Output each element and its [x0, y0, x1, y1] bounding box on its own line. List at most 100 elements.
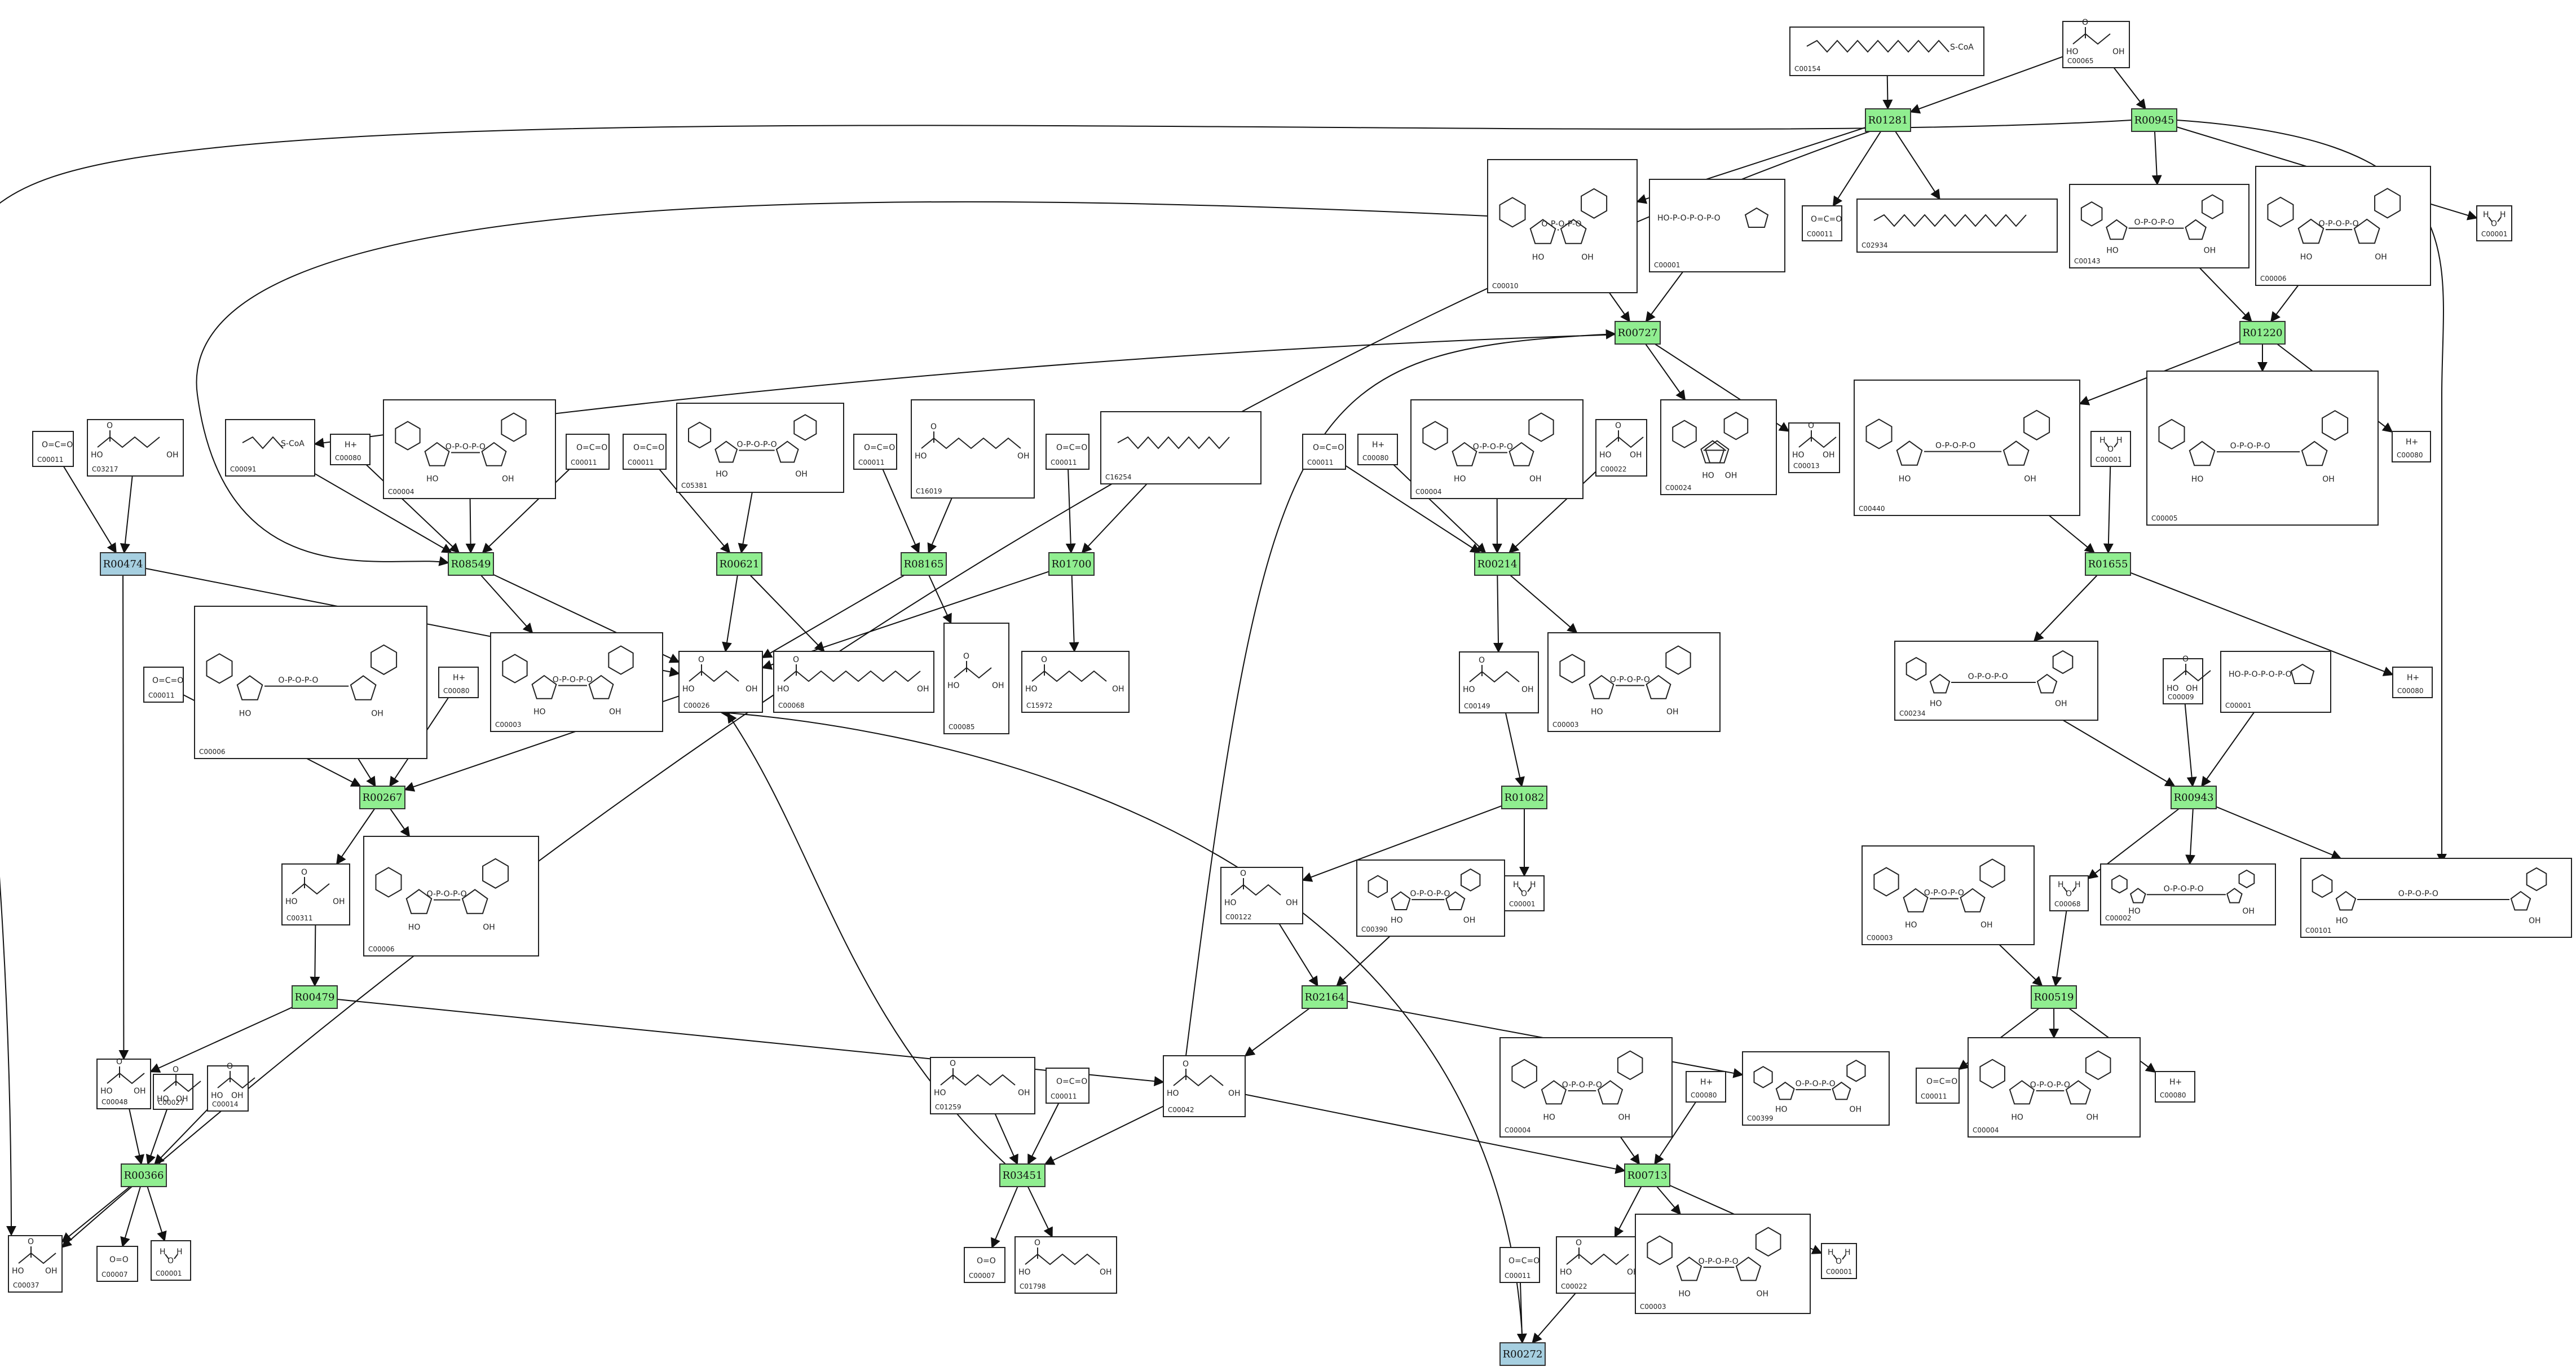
- compound-c02934[interactable]: C02934: [1856, 199, 2058, 253]
- reaction-r01700[interactable]: R01700: [1048, 552, 1095, 576]
- reaction-r00267[interactable]: R00267: [359, 786, 405, 809]
- reaction-r00366[interactable]: R00366: [121, 1163, 167, 1187]
- svg-text:HO: HO: [1792, 451, 1805, 460]
- reaction-r01655[interactable]: R01655: [2085, 552, 2131, 576]
- compound-c00080[interactable]: H+C00080: [1686, 1071, 1726, 1103]
- reaction-r00519[interactable]: R00519: [2031, 985, 2077, 1009]
- svg-text:O: O: [107, 421, 113, 430]
- reaction-r02164[interactable]: R02164: [1302, 985, 1348, 1009]
- reaction-r00713[interactable]: R00713: [1624, 1163, 1670, 1187]
- compound-c00080[interactable]: H+C00080: [2155, 1071, 2195, 1103]
- reaction-r00727[interactable]: R00727: [1615, 321, 1661, 345]
- edge: [928, 575, 952, 624]
- compound-c00080[interactable]: H+C00080: [438, 667, 479, 698]
- reaction-r01220[interactable]: R01220: [2239, 321, 2286, 345]
- reaction-r08165[interactable]: R08165: [901, 552, 947, 576]
- reaction-r00272[interactable]: R00272: [1499, 1342, 1546, 1366]
- reaction-r00479[interactable]: R00479: [292, 985, 338, 1009]
- reaction-r01082[interactable]: R01082: [1501, 786, 1547, 809]
- reaction-r01281[interactable]: R01281: [1865, 108, 1911, 132]
- reaction-r00943[interactable]: R00943: [2171, 786, 2217, 809]
- reaction-r00945[interactable]: R00945: [2131, 108, 2177, 132]
- svg-text:O-P-O-P-O: O-P-O-P-O: [2319, 219, 2359, 228]
- reaction-r03451[interactable]: R03451: [999, 1163, 1046, 1187]
- reaction-r08549[interactable]: R08549: [448, 552, 494, 576]
- compound-c00080[interactable]: H+C00080: [2392, 667, 2433, 698]
- compound-c00080[interactable]: H+C00080: [1357, 434, 1398, 465]
- compound-c00080[interactable]: H+C00080: [330, 434, 370, 465]
- compound-c00080[interactable]: H+C00080: [2392, 431, 2431, 462]
- reaction-r00621[interactable]: R00621: [716, 552, 762, 576]
- reaction-r00474[interactable]: R00474: [100, 552, 146, 576]
- reaction-r00214[interactable]: R00214: [1474, 552, 1520, 576]
- compound-c16254[interactable]: C16254: [1100, 411, 1261, 484]
